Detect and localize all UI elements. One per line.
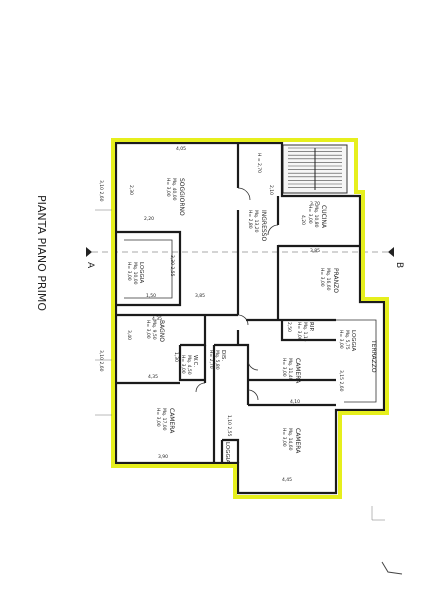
dim-18: 4,20 (300, 215, 306, 225)
svg-text:LOGGIA: LOGGIA (224, 442, 230, 463)
dim-20: 3,40 (126, 330, 132, 340)
svg-text:H= 2,80: H= 2,80 (247, 210, 253, 229)
svg-text:H= 3,00: H= 3,00 (145, 320, 151, 339)
svg-text:H= 3,00: H= 3,00 (338, 330, 344, 349)
dim-19: 2,10 (268, 185, 274, 195)
dim-16: 3,85 (310, 248, 320, 254)
svg-text:H= 3,00: H= 3,00 (319, 268, 325, 287)
dim-5: 1,50 (146, 293, 156, 299)
room-bagno: BAGNO Mq. 9,50 H= 3,00 (145, 320, 165, 342)
dim-1: 3,10 2,60 (98, 180, 104, 202)
dim-stair-height: H = 2,70 (256, 153, 262, 173)
svg-text:Mq. 14,60: Mq. 14,60 (287, 428, 293, 451)
room-terrazzo: TERRAZZO (370, 339, 377, 373)
handwritten-mark (381, 561, 403, 575)
section-marker-b: B (388, 247, 404, 268)
svg-text:Mq. 40,00: Mq. 40,00 (171, 178, 177, 201)
svg-text:B: B (394, 262, 404, 268)
dim-13: 4,45 (282, 477, 292, 483)
margin-ticks (95, 209, 385, 521)
dim-7: 4,35 (152, 316, 162, 322)
dim-9: 3,15 2,60 (338, 370, 344, 392)
svg-text:LOGGIA: LOGGIA (138, 262, 144, 283)
room-loggia-1: LOGGIA Mq. 10,00 H= 3,00 (126, 262, 144, 285)
svg-text:A: A (85, 262, 95, 269)
svg-text:Mq. 4,50: Mq. 4,50 (186, 355, 192, 375)
svg-text:Mq. 10,80: Mq. 10,80 (313, 205, 319, 228)
dim-10: 3,10 2,60 (98, 350, 104, 372)
room-ingresso: INGRESSO Mq. 13,20 H= 2,80 (247, 210, 267, 241)
svg-text:Mq. 5,80: Mq. 5,80 (214, 350, 220, 370)
svg-text:H= 3,00: H= 3,00 (307, 205, 313, 224)
dim-11: 4,35 (148, 374, 158, 380)
svg-text:CUCINA: CUCINA (320, 205, 327, 229)
svg-text:Mq. 10,00: Mq. 10,00 (132, 262, 138, 285)
svg-text:CAMERA: CAMERA (168, 408, 175, 434)
svg-text:H= 3,00: H= 3,00 (180, 355, 186, 374)
svg-text:W.C.: W.C. (192, 355, 198, 367)
svg-text:Mq. 16,60: Mq. 16,60 (325, 268, 331, 291)
room-pranzo: PRANZO Mq. 16,60 H= 3,00 (319, 268, 339, 293)
dim-4: 3,30 2,55 (169, 255, 175, 277)
svg-text:DIS.: DIS. (220, 350, 226, 361)
svg-text:Mq. 1,15: Mq. 1,15 (302, 322, 308, 342)
dim-6: 3,85 (195, 293, 205, 299)
room-loggia-2: LOGGIA Mq. 5,75 H= 3,00 (338, 330, 356, 351)
svg-text:TERRAZZO: TERRAZZO (370, 339, 377, 373)
svg-text:BAGNO: BAGNO (158, 320, 165, 342)
room-wc: W.C. Mq. 4,50 H= 3,00 (180, 355, 198, 375)
room-camera-1: CAMERA Mq. 11,40 H= 3,00 (281, 358, 301, 384)
dim-17: 3,70 (310, 201, 320, 207)
svg-text:LOGGIA: LOGGIA (350, 330, 356, 351)
room-camera-2: CAMERA Mq. 17,00 H= 3,00 (155, 408, 175, 434)
svg-text:H= 2,70: H= 2,70 (208, 350, 214, 369)
room-dis: DIS. Mq. 5,80 H= 2,70 (208, 350, 226, 370)
dim-12: 4,10 (290, 399, 300, 405)
svg-text:CAMERA: CAMERA (294, 358, 301, 384)
unit-highlight-outline (111, 138, 389, 499)
svg-text:H= 3,00: H= 3,00 (155, 408, 161, 427)
dimension-labels: 4,05 H = 2,70 3,10 2,60 2,20 2,30 3,30 2… (98, 146, 344, 483)
room-soggiorno: SOGGIORNO Mq. 40,00 H= 3,00 (165, 178, 185, 216)
svg-text:H= 3,00: H= 3,00 (296, 322, 302, 341)
svg-text:Mq. 17,00: Mq. 17,00 (161, 408, 167, 431)
dim-15: 1,10 2,55 (226, 415, 232, 437)
svg-text:RIP.: RIP. (308, 322, 314, 332)
svg-text:Mq. 13,20: Mq. 13,20 (253, 210, 259, 233)
room-camera-3: CAMERA Mq. 14,60 H= 3,00 (281, 428, 301, 454)
dim-14: 3,90 (158, 454, 168, 460)
interior-walls (116, 143, 377, 463)
svg-text:SOGGIORNO: SOGGIORNO (178, 178, 185, 216)
room-cucina: CUCINA Mq. 10,80 H= 3,00 (307, 205, 327, 229)
svg-text:H= 3,00: H= 3,00 (281, 358, 287, 377)
svg-text:PRANZO: PRANZO (332, 268, 339, 293)
dim-8: 2,50 (286, 322, 292, 332)
svg-text:H= 3,00: H= 3,00 (281, 428, 287, 447)
room-loggia-3: LOGGIA (224, 442, 230, 463)
svg-text:Mq. 11,40: Mq. 11,40 (287, 358, 293, 381)
dim-top-width: 4,05 (176, 146, 186, 152)
dim-2: 2,20 (144, 216, 154, 222)
svg-text:Mq. 9,50: Mq. 9,50 (151, 320, 157, 340)
svg-text:Mq. 5,75: Mq. 5,75 (344, 330, 350, 350)
svg-text:INGRESSO: INGRESSO (260, 210, 267, 241)
room-rip: RIP. Mq. 1,15 H= 3,00 (296, 322, 314, 342)
stairwell (282, 144, 348, 194)
plan-title: PIANTA PIANO PRIMO (35, 195, 48, 311)
section-marker-a: A (85, 247, 95, 269)
svg-text:CAMERA: CAMERA (294, 428, 301, 454)
dim-21: 1,30 (173, 352, 179, 362)
svg-text:H= 3,00: H= 3,00 (126, 262, 132, 281)
svg-text:H= 3,00: H= 3,00 (165, 178, 171, 197)
dim-3: 2,30 (128, 185, 134, 195)
